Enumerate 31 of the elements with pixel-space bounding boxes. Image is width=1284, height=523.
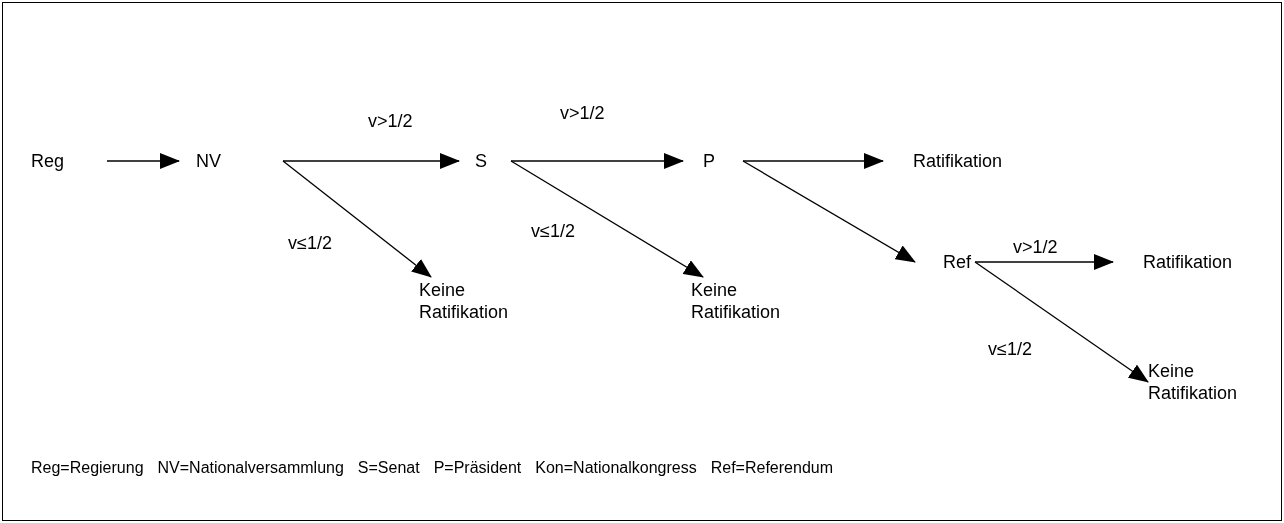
edge-label: v>1/2 [560, 103, 605, 124]
edge-label: v≤1/2 [288, 233, 332, 254]
arrow [974, 261, 1149, 383]
node-label: Ref [943, 251, 971, 273]
abbreviation-note: NV=Nationalversammlung [157, 459, 344, 477]
abbreviation-note: Kon=Nationalkongress [535, 459, 697, 477]
arrow [742, 160, 916, 263]
arrow [974, 254, 1114, 270]
node-label: Keine Ratifikation [419, 279, 510, 323]
node-label: Keine Ratifikation [1148, 360, 1239, 404]
edge-label: v≤1/2 [988, 339, 1032, 360]
node-label: Ratifikation [913, 150, 1003, 172]
node-label: Reg [31, 150, 65, 172]
edge-label: v>1/2 [1013, 237, 1058, 258]
edge-label: v≤1/2 [531, 221, 575, 242]
arrow [282, 160, 432, 278]
abbreviation-note: Reg=Regierung [31, 459, 144, 477]
node-label: S [475, 150, 487, 172]
arrow [282, 153, 460, 169]
node-label: P [703, 150, 715, 172]
node-label: NV [196, 150, 221, 172]
abbreviation-note: S=Senat [357, 459, 420, 477]
arrow [742, 153, 884, 169]
arrow [510, 160, 704, 278]
arrow [510, 153, 684, 169]
edge-label: v>1/2 [368, 111, 413, 132]
abbreviation-note: Ref=Referendum [710, 459, 833, 477]
node-label: Keine Ratifikation [691, 279, 782, 323]
abbreviation-note: P=Präsident [433, 459, 522, 477]
node-label: Ratifikation [1143, 251, 1233, 273]
arrow [106, 153, 180, 169]
